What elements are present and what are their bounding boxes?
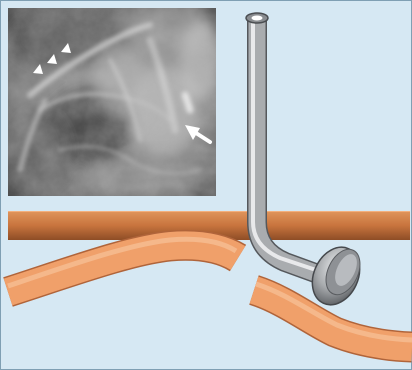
xray-image: [8, 5, 220, 196]
